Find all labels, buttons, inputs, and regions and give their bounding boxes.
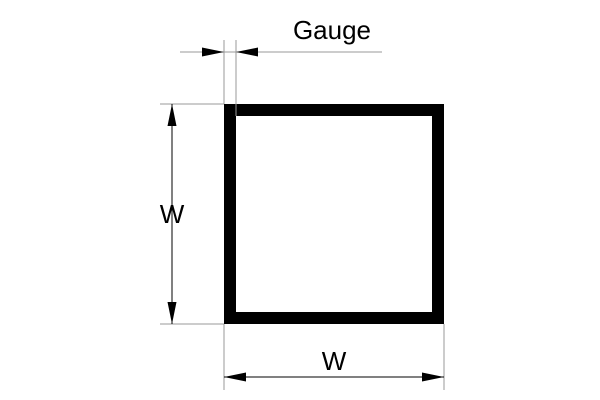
width-arrow-right-icon: [422, 372, 444, 382]
height-dimension: W: [160, 103, 224, 325]
height-arrow-down-icon: [167, 302, 177, 324]
gauge-arrow-right-icon: [236, 47, 258, 57]
width-dimension: W: [223, 324, 445, 390]
width-label: W: [322, 346, 347, 376]
width-arrow-left-icon: [224, 372, 246, 382]
square-tube-profile: [224, 104, 444, 324]
tube-inner-bore: [236, 116, 432, 312]
height-label: W: [160, 199, 185, 229]
gauge-dimension: Gauge: [180, 15, 382, 116]
gauge-arrow-left-icon: [202, 47, 224, 57]
gauge-label: Gauge: [293, 15, 371, 45]
height-arrow-up-icon: [167, 104, 177, 126]
